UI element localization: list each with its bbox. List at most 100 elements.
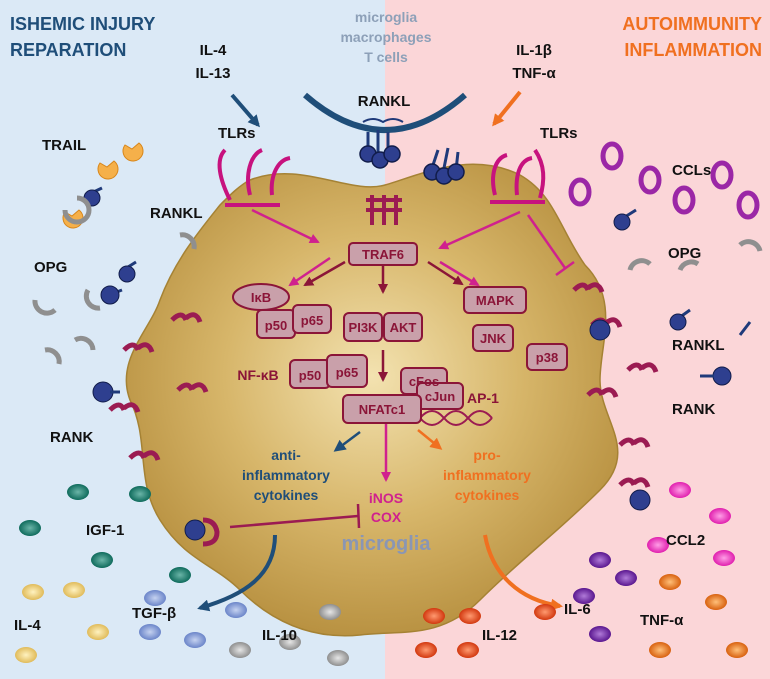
pro-inflammatory-label: pro- inflammatory cytokines	[443, 447, 531, 503]
right-title-line1: AUTOIMMUNITY	[622, 14, 762, 34]
node-p38	[526, 343, 568, 371]
label-jnk: JNK	[480, 331, 507, 346]
label-rankl-top: RANKL	[358, 93, 411, 110]
label-il10: IL-10	[262, 627, 297, 644]
label-tgfb: TGF-β	[132, 605, 176, 622]
inos-cox-label: iNOS COX	[369, 490, 403, 525]
dna-helix	[419, 410, 493, 426]
label-mapk: MAPK	[476, 293, 515, 308]
label-pro-2: inflammatory	[443, 467, 531, 483]
node-traf6	[348, 242, 418, 266]
label-cox: COX	[371, 509, 402, 525]
label-cfos: cFos	[409, 374, 439, 389]
label-inos: iNOS	[369, 490, 403, 506]
label-trail: TRAIL	[42, 137, 86, 154]
label-pi3k: PI3K	[349, 320, 379, 335]
label-opg-left: OPG	[34, 259, 67, 276]
label-tlrs-left: TLRs	[218, 125, 256, 142]
label-cjun: cJun	[425, 389, 455, 404]
label-tnfa-top: TNF-α	[512, 65, 556, 82]
label-tnfa-bottom: TNF-α	[640, 612, 684, 629]
rank-rankl-complex-right	[589, 319, 651, 511]
left-title-line2: REPARATION	[10, 40, 126, 60]
inhibit-igf1	[229, 503, 361, 529]
label-nfatc1: NFATc1	[359, 402, 405, 417]
rank-rankl-complex-left	[92, 381, 220, 547]
label-pro-3: cytokines	[455, 487, 520, 503]
label-opg-right: OPG	[668, 245, 701, 262]
label-microglia-top: microglia	[355, 9, 417, 25]
arrow-pro-inflammatory	[417, 429, 443, 450]
label-tcells-top: T cells	[364, 49, 408, 65]
pathway-arrows	[251, 208, 521, 482]
opg-molecules-right	[627, 239, 763, 272]
label-ccl2: CCL2	[666, 532, 705, 549]
tlr-receptor-left	[217, 148, 291, 207]
arrow-secretion-right	[483, 534, 563, 611]
right-labels: CCLs OPG RANKL RANK CCL2 IL-6 TNF-α IL-1…	[482, 162, 725, 644]
cytokine-dots-left	[15, 484, 349, 666]
tlr-receptor-right	[490, 148, 546, 204]
left-labels: TRAIL RANKL OPG RANK IGF-1 IL-4 TGF-β IL…	[14, 137, 297, 644]
label-ikb: IκB	[251, 290, 271, 305]
rank-receptor-top	[366, 195, 402, 225]
right-title-line2: INFLAMMATION	[624, 40, 762, 60]
node-labels: TRAF6 IκB p50 p65 PI3K AKT MAPK JNK p38 …	[237, 247, 558, 417]
label-akt: AKT	[390, 320, 417, 335]
label-ccls: CCLs	[672, 162, 711, 179]
rankl-cluster-mid	[423, 147, 465, 185]
label-microglia-cell: microglia	[342, 533, 432, 555]
arrow-il1b-to-tlr	[492, 90, 522, 127]
arrow-anti-inflammatory	[333, 431, 361, 452]
rankl-molecules-right	[613, 208, 752, 386]
arrow-il4-to-tlr	[230, 93, 260, 128]
label-p50-b: p50	[299, 368, 321, 383]
label-igf1: IGF-1	[86, 522, 124, 539]
top-membrane-arc	[303, 92, 467, 133]
titles: ISHEMIC INJURY REPARATION AUTOIMMUNITY I…	[10, 14, 762, 60]
rankl-cluster-top	[359, 118, 404, 169]
node-jnk	[472, 324, 514, 352]
node-boxes	[232, 242, 568, 424]
node-akt	[383, 312, 423, 342]
label-il1b-top: IL-1β	[516, 42, 552, 59]
label-rankl-left: RANKL	[150, 205, 203, 222]
rank-receptors-left	[108, 312, 209, 461]
label-anti-1: anti-	[271, 447, 301, 463]
anti-inflammatory-label: anti- inflammatory cytokines	[242, 447, 330, 503]
label-rankl-right: RANKL	[672, 337, 725, 354]
label-tlrs-right: TLRs	[540, 125, 578, 142]
ccl-molecules	[568, 141, 760, 220]
label-macrophages-top: macrophages	[340, 29, 431, 45]
label-p65-a: p65	[301, 313, 323, 328]
label-traf6: TRAF6	[362, 247, 404, 262]
label-anti-2: inflammatory	[242, 467, 330, 483]
label-pro-1: pro-	[473, 447, 501, 463]
left-title-line1: ISHEMIC INJURY	[10, 14, 155, 34]
node-nfatc1	[342, 394, 422, 424]
top-labels: IL-4 IL-13 IL-1β TNF-α RANKL TLRs TLRs	[195, 42, 577, 142]
label-il4-top: IL-4	[200, 42, 227, 59]
rank-receptors-right	[572, 282, 659, 488]
inhibit-right	[526, 214, 575, 277]
label-il6: IL-6	[564, 601, 591, 618]
top-center-cells: microglia macrophages T cells	[340, 9, 431, 65]
opg-molecules-left	[32, 195, 197, 365]
node-pi3k	[343, 312, 383, 342]
label-nfkb: NF-κB	[237, 367, 278, 383]
label-ap1: AP-1	[467, 390, 499, 406]
label-rank-right: RANK	[672, 401, 715, 418]
node-p65-b	[326, 354, 368, 388]
label-anti-3: cytokines	[254, 487, 319, 503]
label-p50-a: p50	[265, 318, 287, 333]
cytokine-dots-right	[415, 482, 748, 658]
node-p65-a	[292, 304, 332, 334]
node-mapk	[463, 286, 527, 314]
label-p65-b: p65	[336, 365, 358, 380]
arrow-secretion-left	[197, 534, 277, 612]
label-il4-bottom: IL-4	[14, 617, 41, 634]
label-il13-top: IL-13	[195, 65, 230, 82]
label-rank-left: RANK	[50, 429, 93, 446]
